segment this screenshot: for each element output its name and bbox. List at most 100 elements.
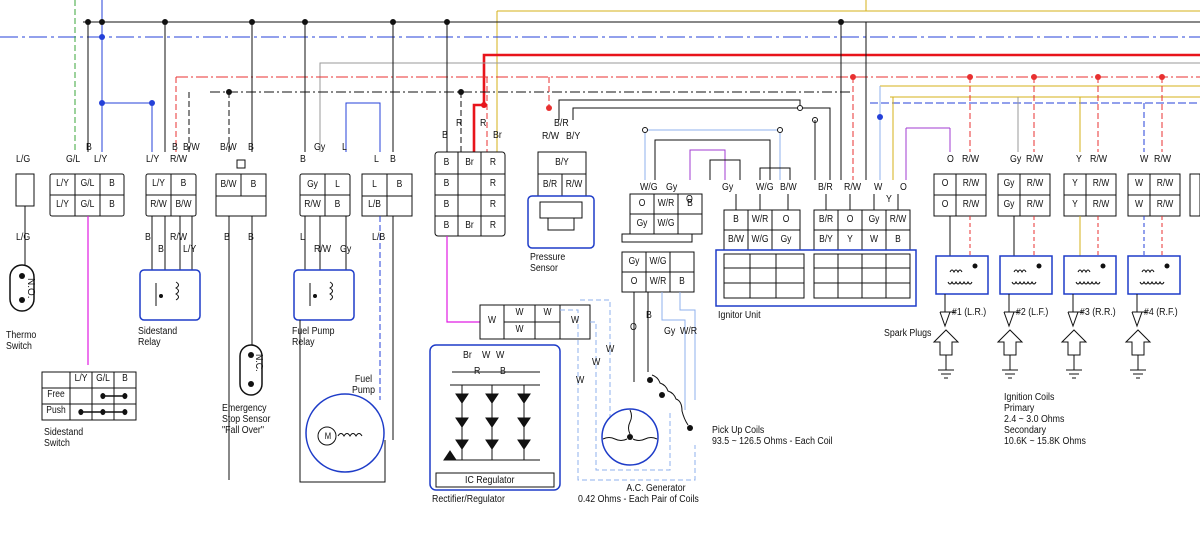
- wire-label: B/W: [183, 142, 200, 153]
- pin-label: L/Y: [56, 178, 69, 189]
- fuel-pump-label: Fuel Pump: [352, 374, 375, 396]
- pin-label: B: [109, 178, 115, 189]
- pin-label: W/G: [751, 234, 769, 245]
- sidestand-relay-label: Sidestand Relay: [138, 326, 178, 348]
- pin-label: B: [895, 234, 901, 245]
- wire-label: R: [474, 366, 481, 377]
- pin-label: Gy: [868, 214, 880, 225]
- pin-label: B: [679, 276, 685, 287]
- rectifier-regulator-label: Rectifier/Regulator: [432, 494, 505, 505]
- wire-label: Gy: [664, 326, 676, 337]
- harness-drops: [74, 0, 1163, 180]
- wire-label: L: [374, 154, 379, 165]
- table-row-label: Free: [47, 389, 65, 400]
- pin-label: Gy: [628, 256, 640, 267]
- pin-label: R/W: [1026, 178, 1044, 189]
- wire-label: B: [145, 232, 151, 243]
- wire-label: R/W: [1026, 154, 1044, 165]
- pin-label: W: [869, 234, 879, 245]
- pin-label: R/W: [1156, 199, 1174, 210]
- pin-label: W: [543, 307, 552, 318]
- wire-label: L: [342, 142, 347, 153]
- pin-label: O: [638, 198, 646, 209]
- ignition-coils-label: Ignition Coils Primary 2.4 ~ 3.0 Ohms Se…: [1004, 392, 1086, 447]
- pin-label: R/W: [150, 199, 167, 210]
- ac-generator-label: A.C. Generator 0.42 Ohms - Each Pair of …: [578, 483, 699, 505]
- wire-label: B/R: [554, 118, 569, 129]
- pin-label: Br: [465, 157, 474, 168]
- coil-label: #3 (R.R.): [1080, 307, 1116, 318]
- rectifier-regulator: [429, 344, 561, 491]
- wire-label: B: [248, 232, 254, 243]
- pin-label: W/R: [751, 214, 769, 225]
- pin-label: B: [687, 198, 693, 209]
- pickup-top-lines: [644, 129, 791, 180]
- pin-label: B: [109, 199, 115, 210]
- emergency-contact-label: N.C.: [253, 354, 264, 372]
- motor-label: M: [324, 431, 332, 441]
- pin-label: W: [515, 307, 524, 318]
- pin-label: G/L: [80, 199, 95, 210]
- pressure-sensor-label: Pressure Sensor: [530, 252, 566, 274]
- emergency-stop-sensor: [215, 159, 267, 480]
- wire-label: B: [86, 142, 92, 153]
- wire-label: R/W: [542, 131, 560, 142]
- ic-regulator-label: IC Regulator: [465, 475, 515, 486]
- sidestand-switch-label: Sidestand Switch: [44, 427, 84, 449]
- wire-label: L/Y: [146, 154, 160, 165]
- sidestand-switch-table: [41, 371, 137, 421]
- table-header: L/Y: [74, 373, 88, 384]
- pin-label: R/W: [962, 178, 980, 189]
- pin-label: R/W: [1156, 178, 1174, 189]
- fuel-pump-relay-label: Fuel Pump Relay: [292, 326, 335, 348]
- pin-label: W/R: [649, 276, 667, 287]
- wire-label: R/W: [1090, 154, 1108, 165]
- wire-label: L/B: [372, 232, 386, 243]
- pin-label: B: [443, 157, 450, 168]
- wire-label: R/W: [170, 154, 188, 165]
- pin-label: R: [489, 178, 497, 189]
- harness-top: [0, 0, 1200, 152]
- table-dot: ●: [121, 403, 129, 419]
- wire-label: B/Y: [566, 131, 581, 142]
- wire-label: W: [592, 357, 601, 368]
- wire-label: Br: [493, 130, 502, 141]
- pin-label: G/L: [80, 178, 95, 189]
- pin-label: B: [443, 199, 450, 210]
- table-row-label: Push: [46, 405, 66, 416]
- pin-label: B/Y: [555, 157, 569, 168]
- pin-label: W: [515, 324, 524, 335]
- pin-label: W: [570, 315, 580, 326]
- gl-connector: [49, 173, 125, 217]
- thermo-switch: [9, 173, 35, 312]
- wire-label: L/G: [16, 232, 31, 243]
- pin-label: R/W: [1026, 199, 1044, 210]
- table-dot: ●: [121, 387, 129, 403]
- wire-label: B/R: [818, 182, 833, 193]
- pickup-connector: [621, 193, 703, 293]
- wire-label: B/W: [220, 142, 237, 153]
- table-dot: ●: [99, 403, 107, 419]
- pin-label: Y: [847, 234, 853, 245]
- wire-label: W: [482, 350, 491, 361]
- pin-label: W/R: [657, 198, 675, 209]
- wire-label: L/Y: [94, 154, 108, 165]
- wire-label: Gy: [722, 182, 734, 193]
- pin-label: B/R: [542, 179, 558, 190]
- pin-label: Gy: [1003, 178, 1015, 189]
- rectifier-connector: [434, 151, 591, 340]
- wire-label: W: [606, 344, 615, 355]
- wire-label: R/W: [170, 232, 188, 243]
- wire-label: Y: [1076, 154, 1082, 165]
- pin-label: Gy: [1003, 199, 1015, 210]
- wire-label: B: [300, 154, 306, 165]
- pin-label: W: [1134, 199, 1144, 210]
- wire-label: B: [646, 310, 652, 321]
- pin-label: B: [733, 214, 739, 225]
- pin-label: W/G: [649, 256, 667, 267]
- wire-label: G/L: [66, 154, 81, 165]
- wire-label: O: [686, 194, 693, 205]
- wire-label: Y: [886, 194, 892, 205]
- pin-label: O: [630, 276, 638, 287]
